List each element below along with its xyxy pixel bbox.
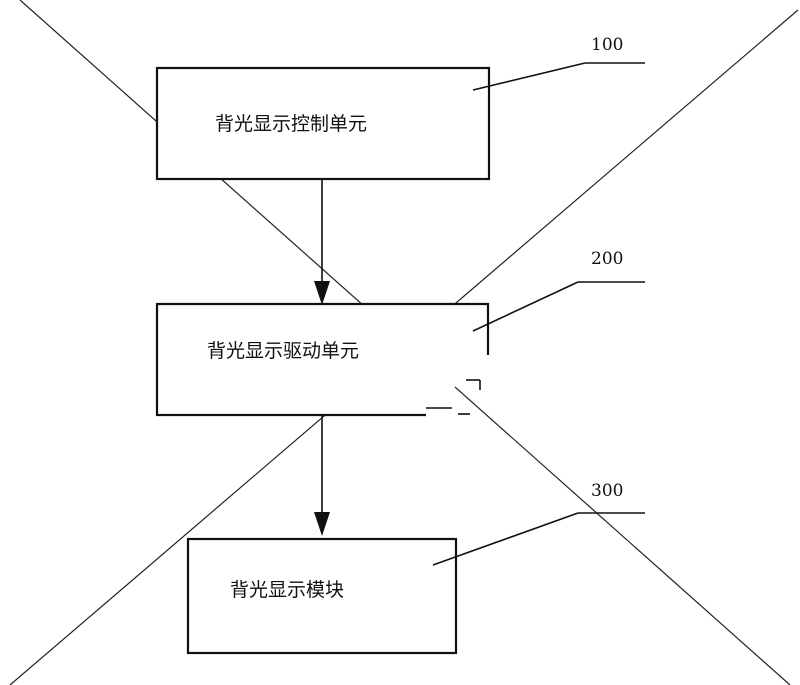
block-control-unit: 背光显示控制单元 bbox=[155, 66, 491, 181]
block-driver-unit-label: 背光显示驱动单元 bbox=[207, 340, 359, 362]
arrow-control-to-driver bbox=[314, 179, 330, 305]
block-driver-unit: 背光显示驱动单元 bbox=[155, 302, 490, 417]
block-backlight-module-label: 背光显示模块 bbox=[230, 579, 344, 601]
block-backlight-module: 背光显示模块 bbox=[186, 537, 458, 655]
ref-200: 200 bbox=[472, 249, 645, 332]
ref-200-label: 200 bbox=[591, 249, 623, 269]
ref-100-leader bbox=[472, 62, 586, 91]
ref-300: 300 bbox=[432, 481, 645, 566]
ref-100-label: 100 bbox=[591, 35, 623, 55]
ref-300-label: 300 bbox=[591, 481, 623, 501]
block-control-unit-label: 背光显示控制单元 bbox=[215, 113, 367, 135]
ref-200-leader bbox=[472, 281, 579, 332]
ref-300-leader bbox=[432, 512, 579, 566]
arrow-driver-to-module bbox=[314, 415, 330, 536]
ref-100: 100 bbox=[472, 35, 645, 91]
